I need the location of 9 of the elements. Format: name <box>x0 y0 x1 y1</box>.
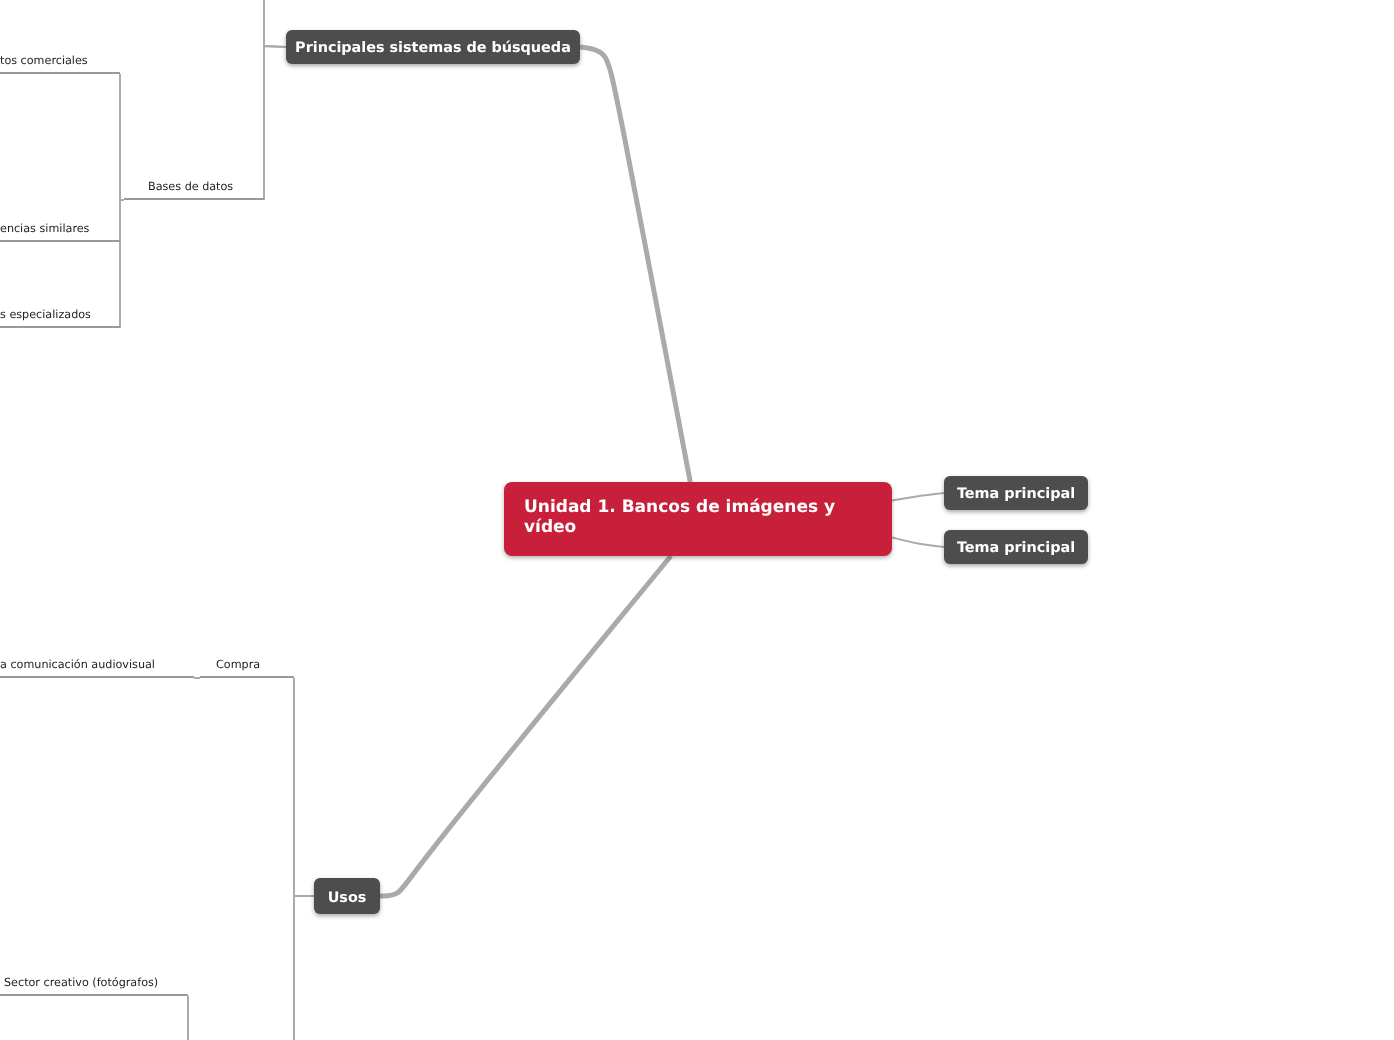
connector-line <box>119 199 125 329</box>
connector-line <box>187 995 189 1040</box>
connector-line <box>891 536 945 548</box>
central-topic-box: Unidad 1. Bancos de imágenes y vídeo <box>504 482 892 556</box>
connector-line <box>193 677 201 679</box>
connector-line <box>891 492 945 502</box>
connector-line <box>380 554 673 899</box>
connector-line <box>263 0 287 48</box>
connector-line <box>119 73 125 201</box>
